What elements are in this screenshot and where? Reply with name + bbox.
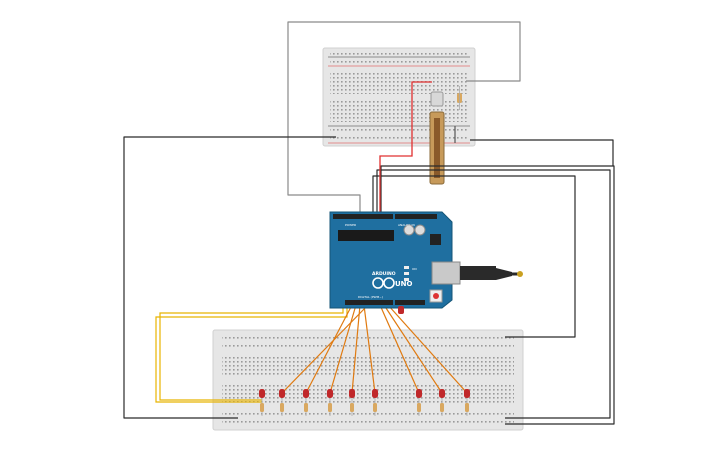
wire-black-top-right	[470, 139, 614, 166]
board-indicator-led	[398, 306, 404, 314]
led-1[interactable]	[259, 389, 265, 398]
wires-yellow	[155, 305, 348, 403]
resistor-9[interactable]	[465, 403, 469, 412]
analog-label: ANALOG IN	[398, 223, 415, 227]
wire-black-right-3	[380, 165, 615, 425]
wires-orange	[281, 304, 468, 394]
wire-red	[379, 81, 432, 214]
wire-black-right-1	[372, 175, 576, 338]
led-4[interactable]	[327, 389, 333, 398]
digital-label: DIGITAL (PWM~)	[358, 295, 383, 299]
led-7[interactable]	[416, 389, 422, 398]
led-6[interactable]	[372, 389, 378, 398]
resistor-7[interactable]	[417, 403, 421, 412]
wire-black-left-loop	[123, 136, 336, 419]
power-label: POWER	[345, 223, 356, 227]
resistor-8[interactable]	[440, 403, 444, 412]
usb-cable	[460, 266, 523, 280]
wires-black-gray	[123, 21, 615, 425]
led-9[interactable]	[464, 389, 470, 398]
arduino-uno[interactable]: ARDUINO UNO POWER DIGITAL (PWM~) ON ANAL…	[329, 211, 461, 309]
on-label: ON	[412, 267, 417, 271]
board-model-text: UNO	[395, 280, 413, 288]
microcontroller-chip	[338, 230, 394, 241]
resistor-5[interactable]	[350, 403, 354, 412]
resistor-3[interactable]	[304, 403, 308, 412]
resistor-2[interactable]	[280, 403, 284, 412]
wire-black-right-2	[376, 169, 611, 419]
led-row	[259, 389, 470, 416]
top-breadboard[interactable]	[322, 47, 476, 147]
led-3[interactable]	[303, 389, 309, 398]
main-breadboard[interactable]	[212, 329, 524, 431]
resistor-1[interactable]	[260, 403, 264, 412]
top-resistor[interactable]	[457, 86, 462, 110]
wire-gray-top-loop	[287, 21, 521, 214]
usb-port[interactable]	[431, 261, 461, 285]
resistor-4[interactable]	[328, 403, 332, 412]
arduino-logo	[372, 277, 395, 289]
board-logo-text: ARDUINO	[372, 271, 396, 277]
led-5[interactable]	[349, 389, 355, 398]
resistor-6[interactable]	[373, 403, 377, 412]
led-2[interactable]	[279, 389, 285, 398]
led-8[interactable]	[439, 389, 445, 398]
